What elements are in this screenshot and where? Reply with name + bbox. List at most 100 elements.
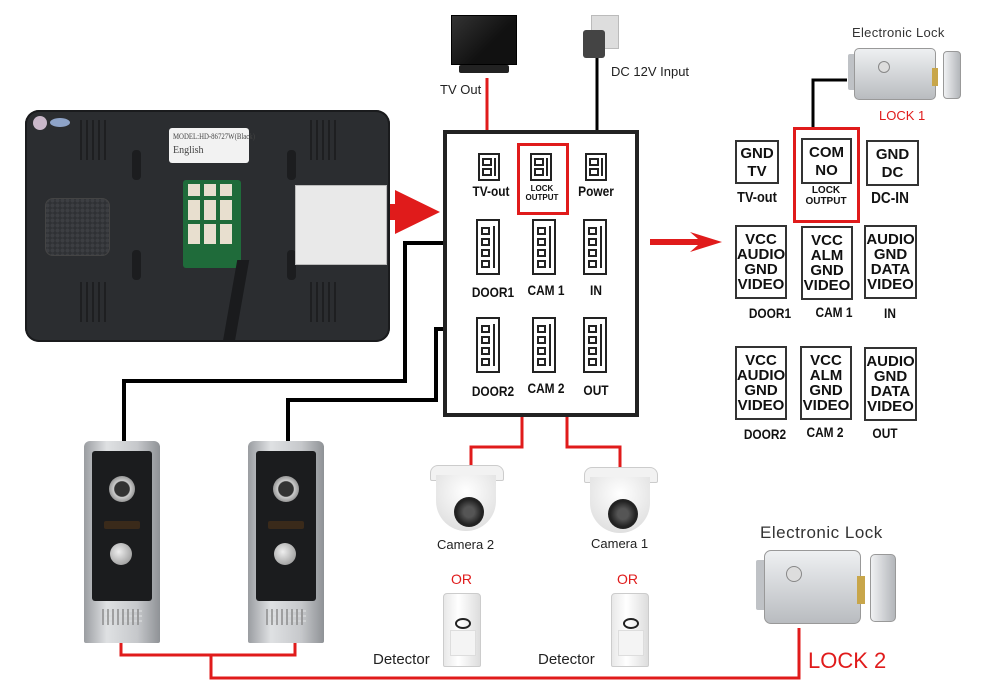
vent-tr (310, 120, 340, 160)
tv-icon (451, 15, 517, 73)
language-text: English (173, 145, 204, 156)
call-button (274, 543, 296, 565)
pin: DC (881, 163, 904, 181)
mount-slot (132, 150, 141, 180)
mount-slot (287, 150, 296, 180)
camera-1-label: Camera 1 (591, 536, 649, 551)
connector-in-icon (583, 219, 607, 275)
vent-tl (80, 120, 110, 160)
lock2-title: Electronic Lock (760, 523, 883, 542)
pin: AUDIO (736, 367, 786, 384)
dome-camera-2-icon (430, 465, 505, 533)
pir-detector-2-icon (611, 593, 649, 667)
lock1-wire (811, 78, 847, 129)
pin: VIDEO (867, 398, 914, 415)
detector-1-label: Detector (373, 651, 430, 668)
connector-power-icon (585, 153, 607, 181)
pin: ALM (809, 367, 843, 384)
pin-label-cam2: CAM 2 (806, 424, 844, 440)
lock2-wire (119, 628, 801, 680)
detector-2-label: Detector (538, 651, 595, 668)
cable (222, 260, 250, 342)
lock-output-pin-highlight (793, 127, 860, 223)
pin: AUDIO (866, 353, 915, 370)
pin: GND (809, 382, 843, 399)
call-button (110, 543, 132, 565)
monitor-back: MODEL:HD-86727W(Black) English (25, 110, 390, 342)
brand-sticker (33, 116, 47, 130)
pin: DATA (870, 261, 911, 278)
pin-label-dc-in: DC-IN (871, 190, 909, 207)
pin: VCC (745, 231, 777, 248)
connector-out-icon (583, 317, 607, 373)
lock-output-highlight (517, 143, 569, 215)
circuit-board (183, 180, 241, 268)
pin: VIDEO (737, 276, 785, 293)
speaker-holes (102, 609, 142, 625)
connector-tv-out-icon (478, 153, 500, 181)
pin: GND (875, 145, 910, 163)
lock2-label: LOCK 2 (808, 648, 887, 673)
lock1-title: Electronic Lock (852, 25, 945, 40)
pinout-arrow (650, 232, 722, 252)
connector-cam1-icon (532, 219, 556, 275)
pin-label-lock-output: LOCK OUTPUT (805, 185, 847, 207)
pin-label-in: IN (884, 305, 896, 321)
pin: COM (809, 143, 844, 161)
connector-door1-icon (476, 219, 500, 275)
connector-lock-output-icon (530, 153, 552, 181)
pin: VCC (745, 352, 777, 369)
mount-slot (132, 250, 141, 280)
pin: NO (815, 161, 838, 179)
pin: GND (744, 261, 778, 278)
port-label-power: Power (578, 183, 614, 199)
vent-br (310, 282, 340, 322)
camera-lens-icon (273, 476, 299, 502)
pinbox-door2: VCC AUDIO GND VIDEO (735, 346, 787, 420)
pinbox-door1: VCC AUDIO GND VIDEO (735, 225, 787, 299)
pin-label-door2: DOOR2 (743, 426, 787, 442)
door-station-2 (248, 441, 324, 643)
door-station-1 (84, 441, 160, 643)
port-label-in: IN (590, 282, 602, 298)
ir-leds (268, 521, 304, 529)
camera-lens-icon (109, 476, 135, 502)
door1-wire (122, 241, 474, 441)
speaker-grille (45, 198, 110, 256)
pin-label-tv-out: TV-out (737, 189, 777, 206)
ir-leds (104, 521, 140, 529)
port-label-door2: DOOR2 (471, 383, 515, 399)
dc-input-label: DC 12V Input (611, 64, 690, 79)
pir-detector-1-icon (443, 593, 481, 667)
vent-bl (80, 282, 110, 322)
model-text: MODEL:HD-86727W(Black) (173, 132, 255, 141)
tv-out-label: TV Out (440, 82, 482, 97)
dome-camera-1-icon (584, 467, 659, 535)
pinout-sticker (295, 185, 387, 265)
pin: TV (747, 162, 767, 180)
pin: VCC (811, 232, 843, 249)
pin: GND (873, 246, 908, 263)
port-label-cam1: CAM 1 (527, 282, 565, 298)
pinbox-dc-in: GND DC (866, 140, 919, 186)
or-label-2: OR (617, 571, 638, 587)
pinbox-cam1: VCC ALM GND VIDEO (801, 226, 853, 300)
port-label-cam2: CAM 2 (527, 380, 565, 396)
pinbox-in: AUDIO GND DATA VIDEO (864, 225, 917, 299)
port-label-door1: DOOR1 (471, 284, 515, 300)
pin: GND (740, 144, 774, 162)
camera-2-label: Camera 2 (437, 537, 495, 552)
pin: GND (744, 382, 778, 399)
pinbox-lock-output: COM NO (801, 138, 852, 184)
pin: AUDIO (866, 231, 915, 248)
port-label-tv-out: TV-out (472, 183, 510, 199)
mount-slot (287, 250, 296, 280)
pin: ALM (810, 247, 844, 264)
pin: AUDIO (736, 246, 786, 263)
lock1-label: LOCK 1 (879, 108, 926, 123)
pin: VCC (810, 352, 842, 369)
pinbox-cam2: VCC ALM GND VIDEO (800, 346, 852, 420)
lock1-icon (848, 48, 961, 100)
port-label-out: OUT (583, 382, 609, 398)
pin: GND (810, 262, 844, 279)
